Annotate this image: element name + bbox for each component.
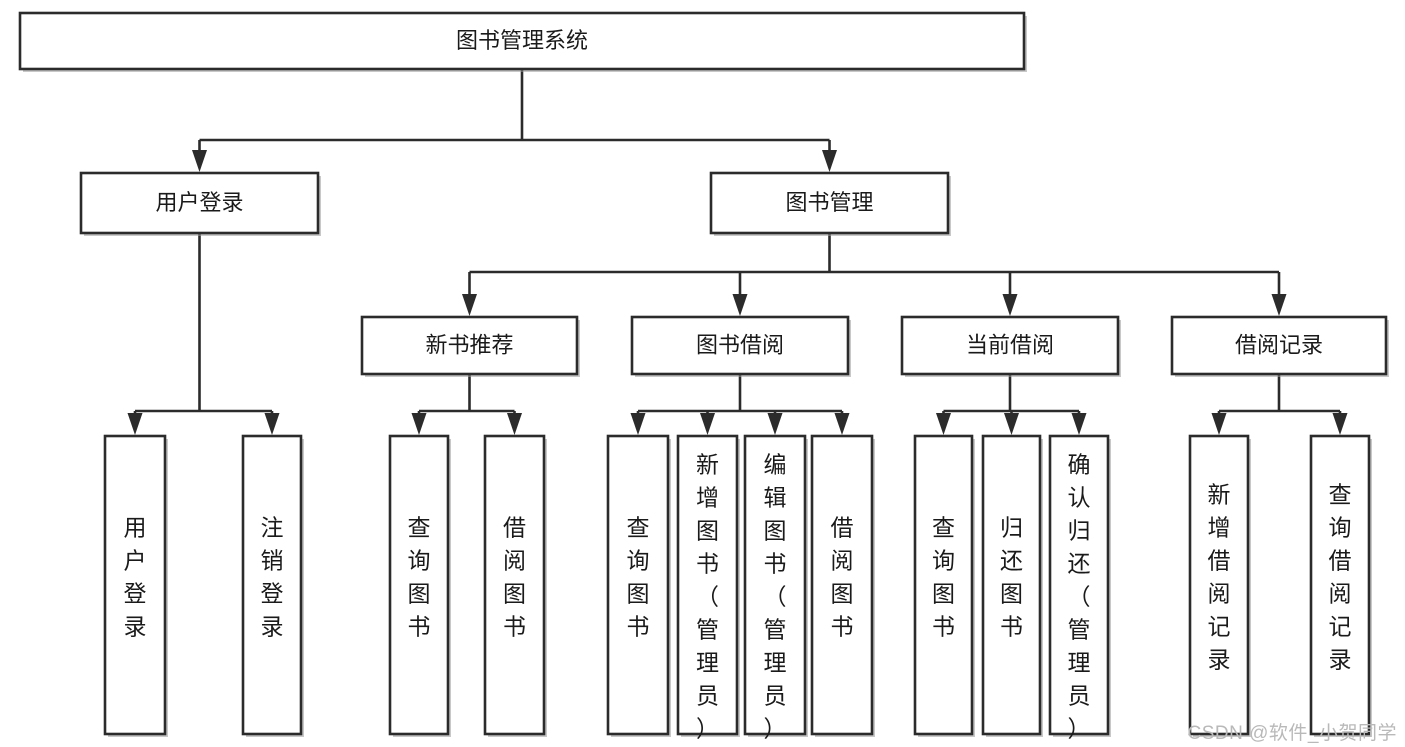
node-box-leaf-borrow-edit[interactable]	[743, 434, 807, 736]
node-label-leaf-user-login: 用户登录	[124, 515, 147, 640]
node-label-leaf-borrow-edit: 编辑图书（管理员）	[764, 452, 787, 742]
node-leaf-records-query[interactable]: 查询借阅记录	[1309, 434, 1372, 737]
node-label-borrow: 图书借阅	[696, 332, 784, 357]
node-box-leaf-records-add[interactable]	[1188, 434, 1250, 736]
node-box-leaf-current-query[interactable]	[913, 434, 974, 736]
arrow-head-newbook	[462, 294, 477, 316]
node-borrow[interactable]: 图书借阅	[630, 315, 851, 377]
node-box-leaf-borrow-add[interactable]	[676, 434, 739, 736]
arrow-head-leaf-borrow-lend	[834, 413, 850, 435]
node-login[interactable]: 用户登录	[79, 171, 321, 236]
node-label-leaf-records-query: 查询借阅记录	[1329, 482, 1352, 673]
node-box-borrow[interactable]	[630, 315, 850, 376]
arrow-head-bookmgmt	[822, 150, 837, 172]
node-label-records: 借阅记录	[1235, 332, 1323, 357]
arrow-head-leaf-borrow-edit	[767, 413, 783, 435]
node-box-current[interactable]	[900, 315, 1120, 376]
arrow-head-leaf-user-login	[127, 413, 143, 435]
node-label-login: 用户登录	[155, 190, 243, 215]
node-box-leaf-borrow-lend[interactable]	[810, 434, 874, 736]
arrow-head-leaf-newbook-borrow	[507, 413, 522, 435]
node-label-leaf-newbook-query: 查询图书	[408, 515, 431, 640]
node-box-login[interactable]	[79, 171, 320, 235]
node-label-leaf-current-return: 归还图书	[1000, 515, 1023, 640]
node-label-leaf-newbook-borrow: 借阅图书	[503, 515, 526, 640]
node-leaf-user-logout[interactable]: 注销登录	[241, 434, 304, 737]
node-label-leaf-borrow-query: 查询图书	[627, 515, 650, 640]
node-label-leaf-current-query: 查询图书	[932, 515, 955, 640]
arrow-head-leaf-records-add	[1211, 413, 1227, 435]
node-leaf-current-query[interactable]: 查询图书	[913, 434, 975, 737]
arrow-head-borrow	[732, 294, 748, 316]
node-label-leaf-borrow-add: 新增图书（管理员）	[696, 452, 719, 742]
arrow-head-leaf-current-confirm	[1071, 413, 1087, 435]
connector-layer	[127, 69, 1348, 435]
node-label-leaf-borrow-lend: 借阅图书	[831, 515, 854, 640]
arrow-head-records	[1271, 294, 1287, 316]
arrow-head-leaf-borrow-add	[700, 413, 715, 435]
node-box-records[interactable]	[1170, 315, 1388, 376]
node-leaf-newbook-query[interactable]: 查询图书	[388, 434, 451, 737]
arrow-head-current	[1002, 294, 1018, 316]
node-box-leaf-newbook-query[interactable]	[388, 434, 450, 736]
node-label-leaf-user-logout: 注销登录	[261, 515, 284, 640]
node-layer: 图书管理系统用户登录图书管理新书推荐图书借阅当前借阅借阅记录用户登录注销登录查询…	[18, 11, 1389, 742]
node-box-leaf-records-query[interactable]	[1309, 434, 1371, 736]
arrow-head-leaf-current-query	[936, 413, 951, 435]
node-current[interactable]: 当前借阅	[900, 315, 1121, 377]
node-root[interactable]: 图书管理系统	[18, 11, 1027, 72]
node-label-bookmgmt: 图书管理	[785, 190, 873, 215]
arrow-head-leaf-current-return	[1004, 413, 1019, 435]
node-leaf-newbook-borrow[interactable]: 借阅图书	[483, 434, 547, 737]
node-label-root: 图书管理系统	[456, 28, 588, 53]
node-box-leaf-current-return[interactable]	[981, 434, 1042, 736]
node-records[interactable]: 借阅记录	[1170, 315, 1389, 377]
node-box-leaf-current-confirm[interactable]	[1048, 434, 1110, 736]
arrow-head-login	[192, 150, 207, 172]
node-leaf-borrow-add[interactable]: 新增图书（管理员）	[676, 434, 740, 742]
node-leaf-current-confirm[interactable]: 确认归还（管理员）	[1048, 434, 1111, 742]
node-box-leaf-borrow-query[interactable]	[606, 434, 670, 736]
node-leaf-records-add[interactable]: 新增借阅记录	[1188, 434, 1251, 737]
node-bookmgmt[interactable]: 图书管理	[709, 171, 951, 236]
node-box-newbook[interactable]	[360, 315, 579, 376]
node-leaf-borrow-query[interactable]: 查询图书	[606, 434, 671, 737]
arrow-head-leaf-borrow-query	[630, 413, 646, 435]
arrow-head-leaf-newbook-query	[411, 413, 427, 435]
node-newbook[interactable]: 新书推荐	[360, 315, 580, 377]
node-leaf-borrow-edit[interactable]: 编辑图书（管理员）	[743, 434, 808, 742]
node-label-leaf-current-confirm: 确认归还（管理员）	[1068, 452, 1091, 742]
node-box-leaf-user-login[interactable]	[103, 434, 167, 736]
arrow-head-leaf-user-logout	[264, 413, 280, 435]
node-leaf-borrow-lend[interactable]: 借阅图书	[810, 434, 875, 737]
node-box-leaf-user-logout[interactable]	[241, 434, 303, 736]
node-box-root[interactable]	[18, 11, 1026, 71]
node-label-leaf-records-add: 新增借阅记录	[1208, 482, 1231, 673]
node-box-leaf-newbook-borrow[interactable]	[483, 434, 546, 736]
node-leaf-user-login[interactable]: 用户登录	[103, 434, 168, 737]
node-box-bookmgmt[interactable]	[709, 171, 950, 235]
node-label-current: 当前借阅	[966, 332, 1054, 357]
node-leaf-current-return[interactable]: 归还图书	[981, 434, 1043, 737]
arrow-head-leaf-records-query	[1332, 413, 1348, 435]
node-label-newbook: 新书推荐	[425, 332, 513, 357]
